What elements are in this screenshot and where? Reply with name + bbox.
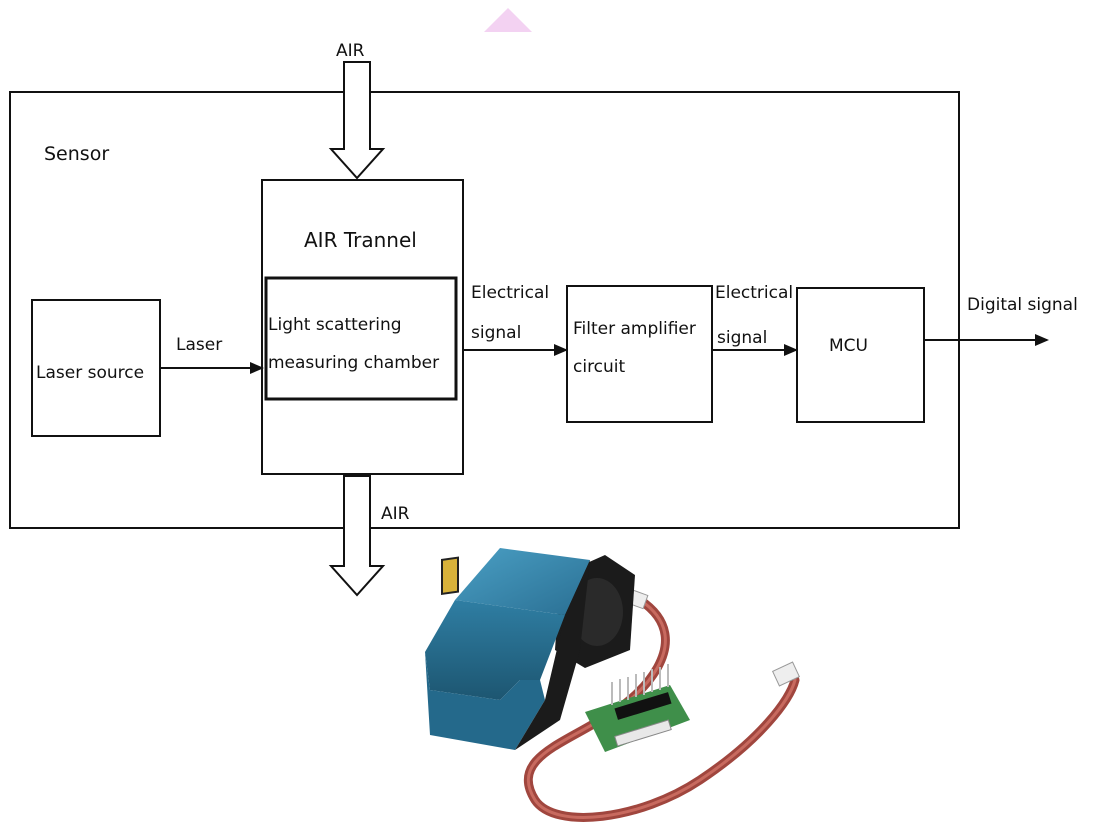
module-lower	[425, 652, 545, 750]
electrical-signal-1-line2: signal	[471, 323, 521, 343]
air-out-arrow-icon	[328, 475, 386, 597]
air-out-label: AIR	[381, 504, 410, 524]
chamber-label-line1: Light scattering	[268, 315, 402, 335]
air-in-label: AIR	[336, 41, 365, 61]
sensor-window	[441, 556, 459, 596]
module-front	[425, 600, 565, 700]
electrical-signal-2-line2: signal	[717, 328, 767, 348]
mcu-box	[796, 287, 925, 423]
triangle-marker-icon	[484, 8, 532, 32]
laser-source-box	[31, 299, 161, 437]
sensor-module-photo	[425, 548, 801, 822]
sensor-frame	[9, 91, 960, 529]
cable-connector-end	[771, 661, 801, 687]
mcu-label: MCU	[829, 336, 868, 356]
sensor-label: Sensor	[44, 143, 109, 165]
chamber-label-line2: measuring chamber	[268, 353, 439, 373]
filter-amplifier-box	[566, 285, 713, 423]
electrical-signal-2-line1: Electrical	[715, 283, 793, 303]
laser-source-label: Laser source	[36, 363, 144, 383]
module-top	[455, 548, 590, 615]
measuring-chamber-box	[264, 276, 458, 401]
filter-label-line1: Filter amplifier	[573, 319, 696, 339]
air-tunnel-label: AIR Trannel	[304, 228, 417, 252]
pcb-header-pins	[611, 664, 669, 705]
laser-label: Laser	[176, 335, 222, 355]
filter-label-line2: circuit	[573, 357, 626, 377]
digital-signal-label: Digital signal	[967, 295, 1078, 315]
air-in-arrow-icon	[328, 61, 386, 180]
electrical-signal-1-line1: Electrical	[471, 283, 549, 303]
